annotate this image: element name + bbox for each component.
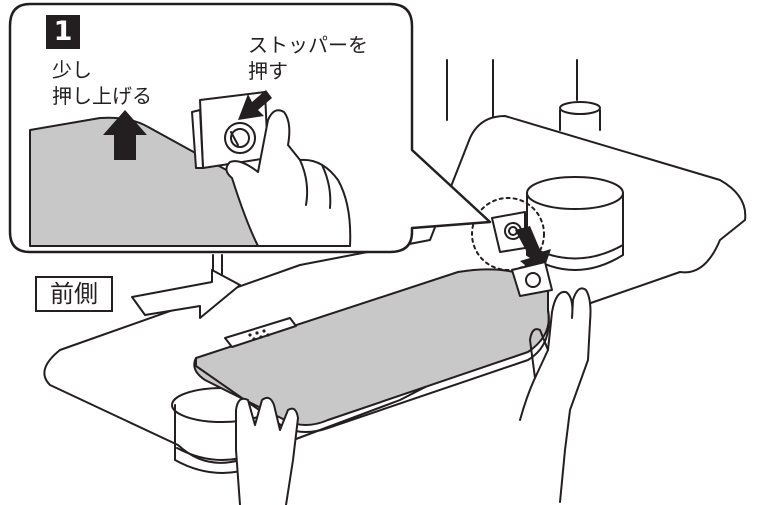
stopper-instruction-line1: ストッパーを	[248, 33, 368, 57]
left-hand	[236, 398, 298, 505]
lift-instruction-line2: 押し上げる	[52, 84, 152, 108]
stopper-instruction-line2: 押す	[248, 59, 288, 83]
lift-instruction-line1: 少し	[52, 58, 92, 82]
ceiling-cylinder-top	[560, 102, 600, 130]
step-number-badge: 1	[46, 15, 80, 49]
front-side-label: 前側	[35, 276, 113, 312]
